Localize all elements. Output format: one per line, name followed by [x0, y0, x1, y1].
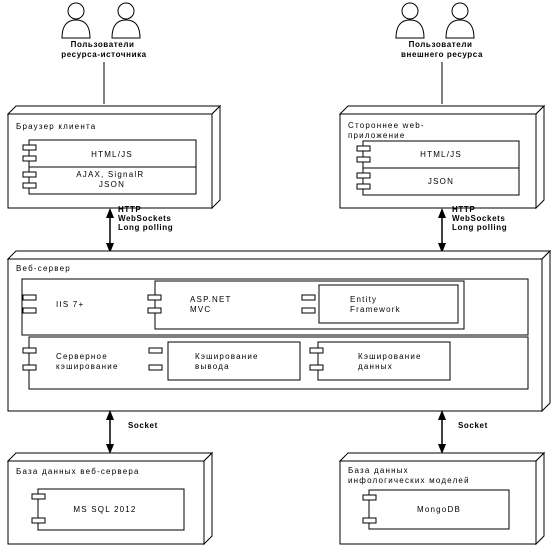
component-entity-framework: Entity Framework	[301, 284, 459, 324]
connection-label: Socket	[128, 421, 158, 430]
node-external-app: Стороннее web- приложение HTML/JS JSON	[338, 104, 546, 210]
component-output-cache: Кэширование вывода	[148, 341, 301, 381]
node-title: База данных инфологических моделей	[348, 466, 470, 485]
component-html-js: HTML/JS	[22, 139, 197, 168]
connection-bottom-left: Socket	[106, 410, 158, 454]
component-label: HTML/JS	[420, 150, 462, 159]
component-label: ASP.NET MVC	[190, 295, 235, 314]
user-figure-3	[395, 2, 425, 39]
connection-bottom-right: Socket	[438, 410, 488, 454]
node-title: Браузер клиента	[16, 122, 96, 131]
component-label: IIS 7+	[56, 300, 84, 309]
component-data-cache: Кэширование данных	[309, 341, 451, 381]
connection-label: HTTP WebSockets Long polling	[452, 205, 508, 232]
user-icon	[61, 2, 141, 39]
node-title: Веб-сервер	[16, 264, 71, 273]
component-label: MS SQL 2012	[73, 505, 136, 514]
user-figure-4	[445, 2, 475, 39]
component-ajax-signalr: AJAX, SignalR JSON	[22, 166, 197, 195]
connection-top-left: HTTP WebSockets Long polling	[106, 205, 174, 253]
user-figure-2	[111, 2, 141, 39]
component-label: JSON	[428, 177, 454, 186]
component-label: HTML/JS	[91, 150, 133, 159]
component-json: JSON	[356, 167, 520, 196]
node-db-info-models: База данных инфологических моделей Mongo…	[338, 451, 546, 546]
component-label: Кэширование вывода	[195, 352, 262, 371]
component-iis: IIS 7+	[22, 294, 84, 314]
node-web-server: Веб-сервер IIS 7+ ASP.NET MVC Entity Fra…	[6, 249, 552, 413]
component-mongodb: MongoDB	[362, 489, 510, 530]
node-client-browser: Браузер клиента HTML/JS AJAX, SignalR JS…	[6, 104, 222, 210]
component-label: MongoDB	[417, 505, 461, 514]
node-title: Стороннее web- приложение	[348, 121, 428, 140]
user-figure-1	[61, 2, 91, 39]
component-mssql: MS SQL 2012	[31, 488, 185, 531]
connection-label: HTTP WebSockets Long polling	[118, 205, 174, 232]
actor-label-left: Пользователи ресурса-источника	[61, 40, 147, 59]
component-label: Кэширование данных	[358, 352, 425, 371]
node-db-web-server: База данных веб-сервера MS SQL 2012	[6, 451, 214, 546]
component-html-js: HTML/JS	[356, 140, 520, 169]
component-server-cache: Серверное кэширование	[56, 352, 119, 371]
component-label: AJAX, SignalR JSON	[76, 170, 148, 189]
actor-label-right: Пользователи внешнего ресурса	[401, 40, 483, 59]
user-icon	[395, 2, 475, 39]
node-title: База данных веб-сервера	[16, 467, 140, 476]
component-label: Entity Framework	[350, 295, 401, 314]
connection-label: Socket	[458, 421, 488, 430]
connection-top-right: HTTP WebSockets Long polling	[438, 205, 508, 253]
component-label: Серверное кэширование	[56, 352, 119, 371]
